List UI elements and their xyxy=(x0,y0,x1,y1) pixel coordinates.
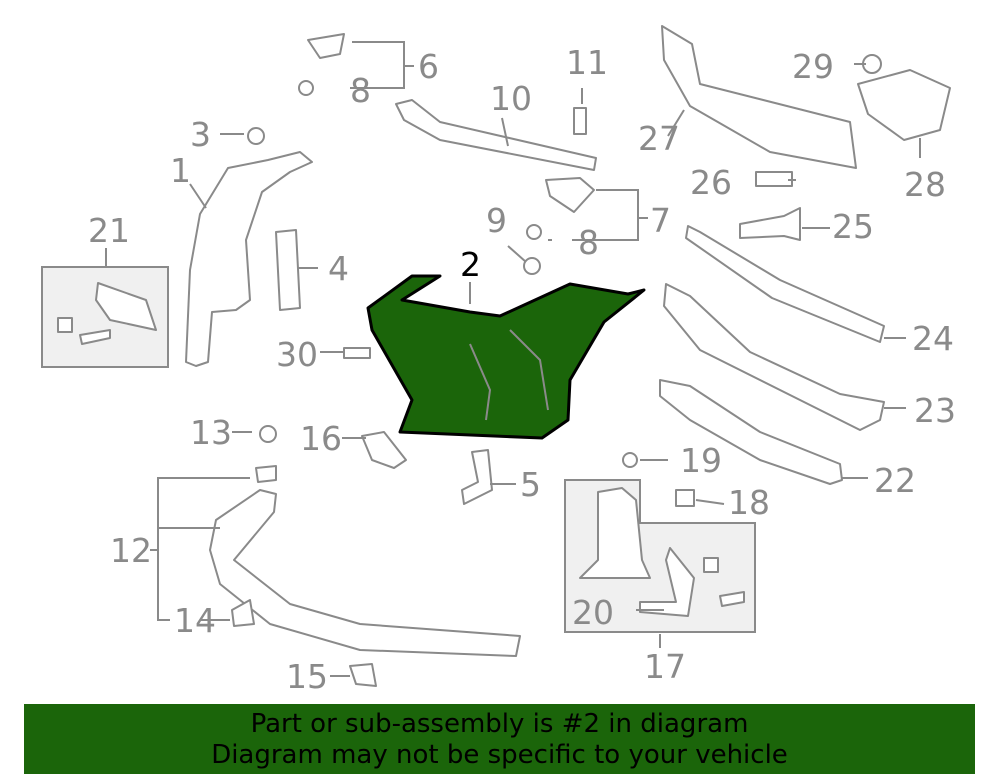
info-banner: Part or sub-assembly is #2 in diagram Di… xyxy=(24,704,975,774)
part-23-reinforcement xyxy=(663,283,885,431)
part-30-emblem xyxy=(343,347,371,359)
leader-7 xyxy=(572,189,648,241)
part-12-lower-cover xyxy=(209,489,521,657)
callout-19: 19 xyxy=(680,441,722,480)
part-17-bracket xyxy=(579,487,651,579)
callout-20: 20 xyxy=(572,593,614,632)
part-7-bracket xyxy=(545,177,595,213)
part-19-clip xyxy=(622,452,638,468)
callout-13: 13 xyxy=(190,413,232,452)
callout-8a: 8 xyxy=(350,71,371,110)
leader-misc xyxy=(189,63,921,677)
callout-1: 1 xyxy=(170,151,191,190)
callout-14: 14 xyxy=(174,601,216,640)
callout-23: 23 xyxy=(914,391,956,430)
callout-11: 11 xyxy=(566,43,608,82)
part-21-clip xyxy=(57,317,73,333)
callout-21: 21 xyxy=(88,211,130,250)
part-13-bolt xyxy=(259,425,277,443)
part-1-fender-liner xyxy=(185,151,313,367)
callout-8b: 8 xyxy=(578,223,599,262)
callout-29: 29 xyxy=(792,47,834,86)
part-15-bracket xyxy=(349,663,377,687)
part-11-bolt xyxy=(573,107,587,135)
banner-line-1: Part or sub-assembly is #2 in diagram xyxy=(250,709,749,739)
part-8-bolt-upper xyxy=(298,80,314,96)
callout-25: 25 xyxy=(832,207,874,246)
part-12-clip xyxy=(255,465,277,483)
callout-18: 18 xyxy=(728,483,770,522)
part-17-bolt xyxy=(719,591,745,607)
callout-22: 22 xyxy=(874,461,916,500)
part-8-bolt-lower xyxy=(526,224,542,240)
part-17-clip xyxy=(703,557,719,573)
callout-4: 4 xyxy=(328,249,349,288)
part-27-beam xyxy=(661,25,857,169)
callout-16: 16 xyxy=(300,419,342,458)
part-25-pin xyxy=(739,207,801,241)
part-3-clip xyxy=(247,127,265,145)
callout-2: 2 xyxy=(460,245,481,284)
callout-5: 5 xyxy=(520,465,541,504)
part-21-bolt xyxy=(79,329,111,345)
callout-6: 6 xyxy=(418,47,439,86)
part-2-highlighted[interactable] xyxy=(366,274,646,440)
part-20-flap xyxy=(639,547,695,617)
callout-28: 28 xyxy=(904,165,946,204)
callout-30: 30 xyxy=(276,335,318,374)
part-9-bolt xyxy=(523,257,541,275)
callout-26: 26 xyxy=(690,163,732,202)
banner-line-2: Diagram may not be specific to your vehi… xyxy=(211,740,788,770)
part-21-bracket xyxy=(95,282,157,331)
part-28-bracket xyxy=(857,69,951,141)
parts-diagram: 1 2 3 4 5 6 7 8 8 9 10 11 12 13 14 15 16… xyxy=(41,25,956,696)
part-5-bracket xyxy=(461,449,493,505)
part-24-absorber xyxy=(685,225,885,343)
leader-6 xyxy=(350,41,414,89)
callout-10: 10 xyxy=(490,79,532,118)
callout-12: 12 xyxy=(110,531,152,570)
callout-7: 7 xyxy=(650,201,671,240)
callout-9: 9 xyxy=(486,201,507,240)
part-6-bracket xyxy=(307,33,345,59)
part-2-detail-2 xyxy=(509,329,549,411)
part-14-clip xyxy=(231,599,255,627)
part-16-cover xyxy=(361,431,407,469)
callout-17: 17 xyxy=(644,647,686,686)
leader-12 xyxy=(150,477,250,621)
part-10-rail xyxy=(395,99,597,171)
callout-15: 15 xyxy=(286,657,328,696)
callout-24: 24 xyxy=(912,319,954,358)
part-22-absorber xyxy=(659,379,843,485)
callout-27: 27 xyxy=(638,119,680,158)
part-26-bolt xyxy=(755,171,793,187)
part-2-detail xyxy=(469,343,492,421)
part-18-clip xyxy=(675,489,695,507)
part-4-vent xyxy=(275,229,301,311)
callout-3: 3 xyxy=(190,115,211,154)
